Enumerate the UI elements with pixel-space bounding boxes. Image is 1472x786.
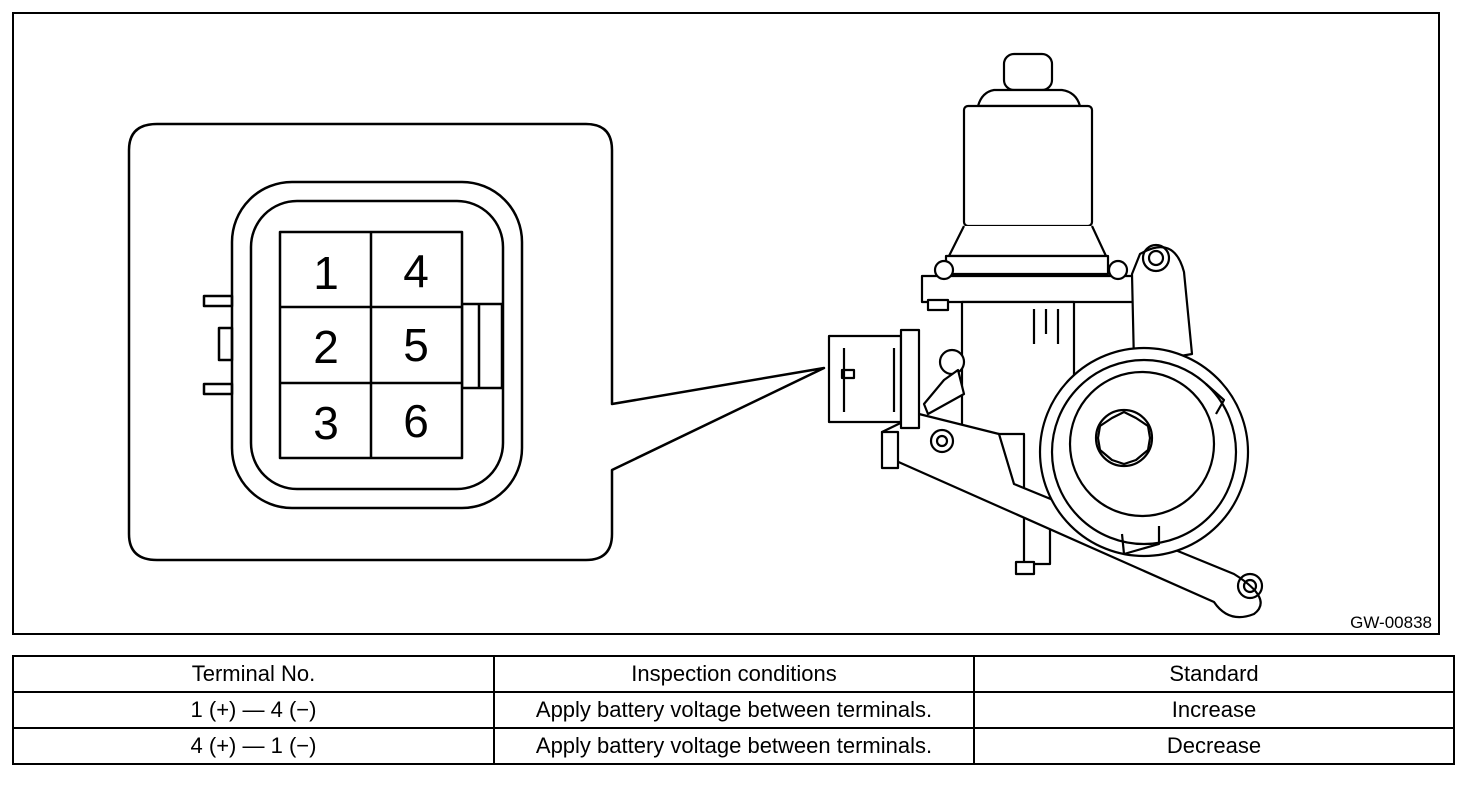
cell-standard: Increase (973, 691, 1455, 729)
terminal-2-label: 2 (313, 321, 339, 373)
table-header-row: Terminal No. Inspection conditions Stand… (12, 655, 1455, 693)
terminal-1-label: 1 (313, 247, 339, 299)
terminal-4-label: 4 (403, 245, 429, 297)
figure-code: GW-00838 (1350, 613, 1432, 632)
cell-standard: Decrease (973, 727, 1455, 765)
table-row: 4 (+) — 1 (−) Apply battery voltage betw… (12, 727, 1455, 765)
table-row: 1 (+) — 4 (−) Apply battery voltage betw… (12, 691, 1455, 729)
cell-terminal-no: 4 (+) — 1 (−) (12, 727, 495, 765)
inspection-table: Terminal No. Inspection conditions Stand… (12, 655, 1455, 765)
cell-inspection-conditions: Apply battery voltage between terminals. (493, 691, 975, 729)
cell-terminal-no: 1 (+) — 4 (−) (12, 691, 495, 729)
diagram-frame: 1 4 2 5 3 6 (12, 12, 1440, 635)
window-motor-illustration (827, 52, 1264, 619)
header-terminal-no: Terminal No. (12, 655, 495, 693)
cell-inspection-conditions: Apply battery voltage between terminals. (493, 727, 975, 765)
terminal-6-label: 6 (403, 395, 429, 447)
callout-bubble (127, 122, 826, 562)
header-standard: Standard (973, 655, 1455, 693)
header-inspection-conditions: Inspection conditions (493, 655, 975, 693)
motor-connector-diagram: 1 4 2 5 3 6 (127, 52, 1432, 632)
terminal-grid (278, 230, 464, 460)
connector-housing (202, 180, 524, 510)
terminal-5-label: 5 (403, 319, 429, 371)
terminal-3-label: 3 (313, 397, 339, 449)
